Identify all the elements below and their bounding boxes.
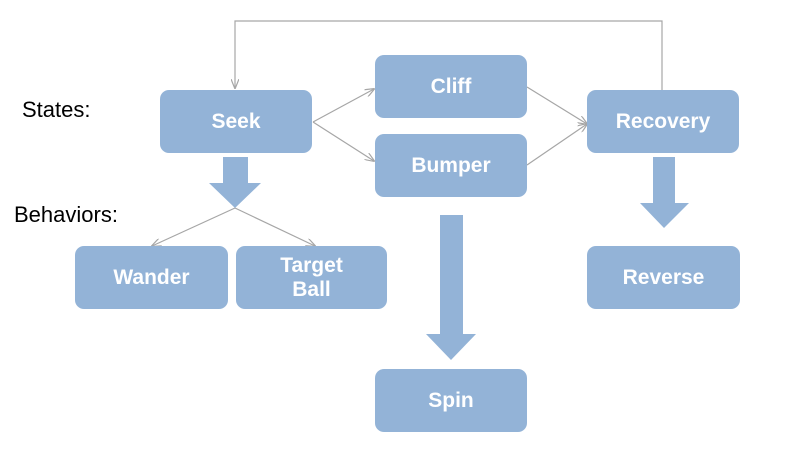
- state-seek-node: Seek: [160, 90, 312, 153]
- states-label: States:: [22, 97, 91, 122]
- edge-seek-to-target-ball: [234, 207, 315, 246]
- behavior-wander-node: Wander: [75, 246, 228, 309]
- arrow-seek-behaviors: [209, 157, 261, 208]
- behavior-spin-node: Spin: [375, 369, 527, 432]
- arrow-recovery-reverse: [640, 157, 689, 228]
- behavior-target-ball-node: Target Ball: [236, 246, 387, 309]
- state-recovery-node: Recovery: [587, 90, 739, 153]
- edge-cliff-to-recovery: [526, 86, 587, 124]
- state-cliff-node: Cliff: [375, 55, 527, 118]
- state-bumper-node: Bumper: [375, 134, 527, 197]
- edge-seek-to-bumper: [312, 121, 374, 161]
- behavior-reverse-node: Reverse: [587, 246, 740, 309]
- edge-seek-to-cliff: [312, 89, 374, 123]
- edge-bumper-to-recovery: [526, 124, 587, 166]
- edge-recovery-to-seek: [235, 20, 663, 90]
- behaviors-label: Behaviors:: [14, 202, 118, 227]
- edge-seek-to-wander: [152, 207, 236, 246]
- arrow-bumper-spin: [426, 215, 476, 360]
